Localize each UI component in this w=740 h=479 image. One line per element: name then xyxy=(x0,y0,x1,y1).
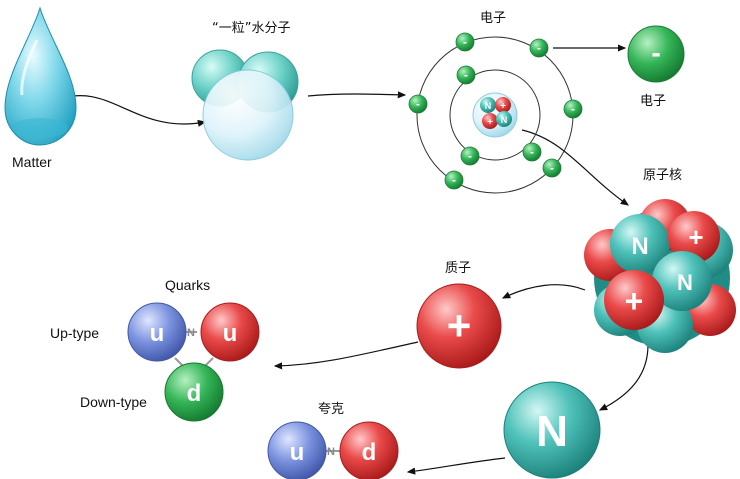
gluon-link-symbol: N xyxy=(327,446,335,458)
neutron-symbol: N xyxy=(536,407,568,456)
atom-nucleus: N + + N xyxy=(472,92,518,138)
up-quark-icon: u xyxy=(200,302,260,362)
arrow-proton-to-quarks xyxy=(273,341,419,370)
orbit-electron-symbol: - xyxy=(416,97,420,111)
orbit-electron: - xyxy=(522,142,542,162)
arrow-neutron-to-quarks xyxy=(406,457,506,475)
up-quark-symbol: u xyxy=(223,320,238,347)
label-nucleus: 原子核 xyxy=(643,168,683,183)
arrow-matter-to-molecule xyxy=(56,95,207,127)
cluster-neutron-symbol: N xyxy=(631,233,648,260)
orbit-electron-symbol: - xyxy=(452,173,456,187)
nucleus-proton-symbol: + xyxy=(487,117,493,128)
orbit-electron-symbol: - xyxy=(464,68,468,82)
arrow-atom-to-nucleus xyxy=(521,129,629,206)
orbit-electron: - xyxy=(408,94,428,114)
label-up-type: Up-type xyxy=(50,325,100,341)
neutron-quarks-group: N u d xyxy=(267,421,399,479)
label-water-molecule: “一粒”水分子 xyxy=(212,21,291,36)
label-down-type: Down-type xyxy=(80,394,147,410)
orbit-electron: - xyxy=(460,146,480,166)
label-proton: 质子 xyxy=(445,261,472,276)
down-quark-symbol: d xyxy=(362,439,377,466)
cluster-neutron-symbol: N xyxy=(677,270,693,295)
orbit-electron-symbol: - xyxy=(571,102,575,116)
orbit-electron: - xyxy=(456,65,476,85)
gluon-link-symbol: N xyxy=(187,327,195,339)
cluster-proton-symbol: + xyxy=(688,222,703,252)
proton-symbol: + xyxy=(447,302,472,349)
down-quark-icon: d xyxy=(164,362,224,422)
inner-orbit xyxy=(449,69,541,161)
nucleus-proton-symbol: + xyxy=(500,101,506,112)
arrow-molecule-to-atom xyxy=(307,91,407,99)
water-drop-icon xyxy=(4,6,77,146)
up-quark-icon: u xyxy=(127,302,187,362)
orbit-electron: - xyxy=(444,170,464,190)
electron-symbol: - xyxy=(651,37,660,68)
orbit-electron-symbol: - xyxy=(550,161,554,175)
label-matter: Matter xyxy=(12,154,52,170)
orbit-electron-symbol: - xyxy=(537,41,541,55)
water-molecule-icon xyxy=(191,49,299,161)
arrow-nucleus-to-neutron xyxy=(598,344,649,411)
orbit-electrons: --------- xyxy=(408,32,583,190)
orbit-electron: - xyxy=(542,158,562,178)
down-quark-symbol: d xyxy=(187,380,202,407)
nucleus-neutron-symbol: N xyxy=(501,115,508,125)
electron-icon: - xyxy=(627,25,685,83)
nucleus-cluster-icon: N + N + xyxy=(584,199,736,353)
orbit-electron-symbol: - xyxy=(463,35,467,49)
label-electron-top: 电子 xyxy=(480,11,507,26)
label-quarks: Quarks xyxy=(165,277,211,293)
orbit-electron: - xyxy=(529,38,549,58)
proton-icon: + xyxy=(416,283,502,369)
cluster-proton-symbol: + xyxy=(625,283,644,319)
up-quark-symbol: u xyxy=(290,439,305,466)
orbit-electron-symbol: - xyxy=(468,149,472,163)
nucleus-neutron-symbol: N xyxy=(485,101,492,111)
neutron-icon: N xyxy=(503,381,601,479)
orbit-electron: - xyxy=(455,32,475,52)
down-quark-icon: d xyxy=(339,421,399,479)
up-quark-symbol: u xyxy=(150,320,165,347)
orbit-electron: - xyxy=(563,99,583,119)
label-quark-cn: 夸克 xyxy=(318,402,345,417)
atom-icon: N + + N --------- xyxy=(408,32,583,194)
arrow-nucleus-to-proton xyxy=(501,284,586,299)
up-quark-icon: u xyxy=(267,421,327,479)
proton-quarks-group: N u u d xyxy=(127,302,260,422)
orbit-electron-symbol: - xyxy=(530,145,534,159)
label-electron: 电子 xyxy=(640,94,667,109)
